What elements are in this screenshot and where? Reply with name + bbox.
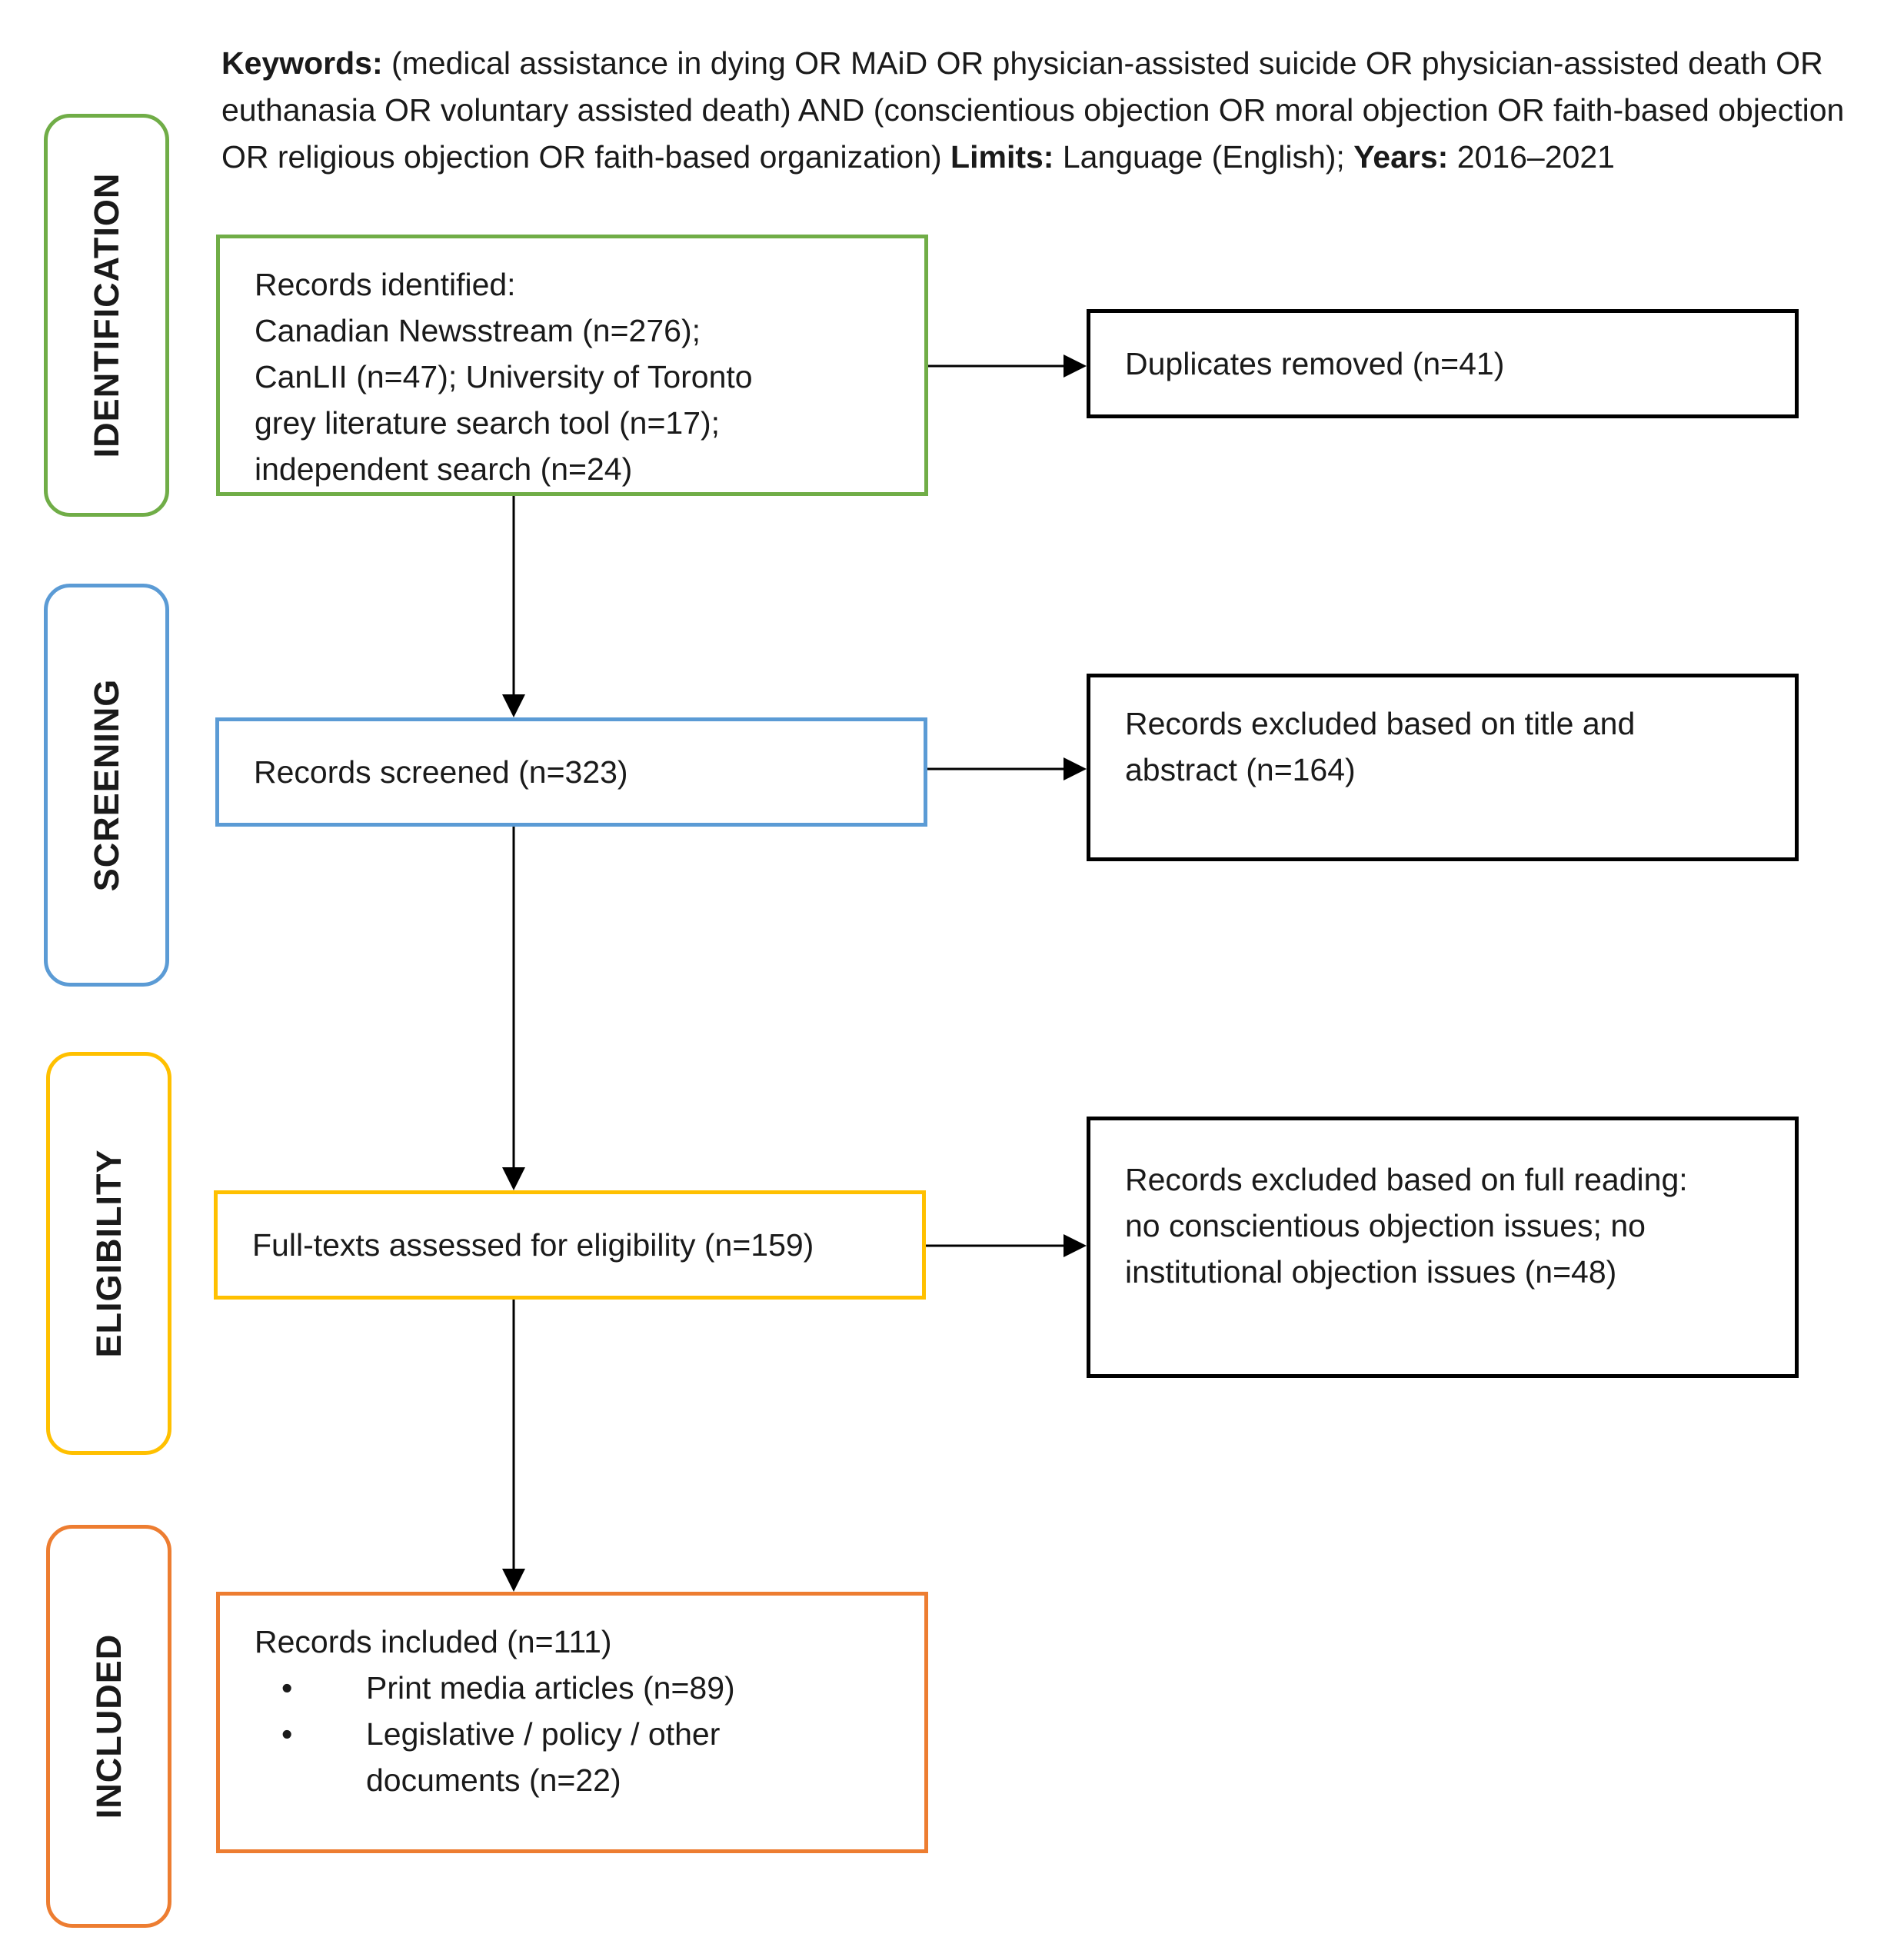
records-screened-box: Records screened (n=323) — [215, 717, 927, 827]
fulltext-assessed-box: Full-texts assessed for eligibility (n=1… — [214, 1190, 926, 1300]
bullet-icon: • — [281, 1670, 293, 1706]
records-identified-box: Records identified: Canadian Newsstream … — [216, 235, 928, 496]
identified-line: CanLII (n=47); University of Toronto — [255, 359, 753, 394]
excluded-full-reading-box: Records excluded based on full reading: … — [1087, 1117, 1799, 1378]
fulltext-text: Full-texts assessed for eligibility (n=1… — [252, 1227, 814, 1263]
bullet-icon: • — [281, 1716, 293, 1752]
phase-screening: SCREENING — [44, 584, 169, 987]
limits-label: Limits: — [950, 139, 1054, 175]
records-included-box: Records included (n=111) • Print media a… — [216, 1592, 928, 1853]
identified-line: Canadian Newsstream (n=276); — [255, 313, 701, 348]
phase-eligibility-label: ELIGIBILITY — [88, 1149, 128, 1358]
excluded-title-line: abstract (n=164) — [1125, 752, 1356, 787]
excluded-full-line: Records excluded based on full reading: — [1125, 1162, 1688, 1197]
excluded-full-line: no conscientious objection issues; no — [1125, 1208, 1646, 1243]
list-item: • Legislative / policy / other documents… — [255, 1711, 894, 1803]
identified-line: grey literature search tool (n=17); — [255, 405, 721, 441]
phase-included: INCLUDED — [46, 1525, 171, 1928]
included-title: Records included (n=111) — [255, 1624, 612, 1659]
list-item-text: documents (n=22) — [366, 1762, 621, 1798]
phase-identification: IDENTIFICATION — [44, 114, 169, 517]
years-text: 2016–2021 — [1448, 139, 1615, 175]
phase-eligibility: ELIGIBILITY — [46, 1052, 171, 1455]
duplicates-removed-box: Duplicates removed (n=41) — [1087, 309, 1799, 418]
list-item-text: Legislative / policy / other — [366, 1716, 721, 1752]
keywords-text: (medical assistance in dying OR MAiD OR … — [221, 45, 1845, 175]
excluded-full-line: institutional objection issues (n=48) — [1125, 1254, 1617, 1290]
identified-line: independent search (n=24) — [255, 451, 633, 487]
excluded-title-abstract-box: Records excluded based on title and abst… — [1087, 674, 1799, 861]
included-breakdown-list: • Print media articles (n=89) • Legislat… — [255, 1665, 894, 1803]
years-label: Years: — [1353, 139, 1449, 175]
phase-included-label: INCLUDED — [88, 1633, 128, 1819]
phase-identification-label: IDENTIFICATION — [86, 172, 126, 458]
list-item: • Print media articles (n=89) — [255, 1665, 894, 1711]
identified-line: Records identified: — [255, 267, 516, 302]
keywords-label: Keywords: — [221, 45, 383, 81]
excluded-title-line: Records excluded based on title and — [1125, 706, 1636, 741]
search-criteria: Keywords: (medical assistance in dying O… — [221, 40, 1898, 181]
screened-text: Records screened (n=323) — [254, 754, 628, 790]
list-item-text: Print media articles (n=89) — [366, 1670, 735, 1706]
limits-text: Language (English); — [1054, 139, 1354, 175]
duplicates-text: Duplicates removed (n=41) — [1125, 346, 1505, 381]
phase-screening-label: SCREENING — [86, 678, 126, 892]
